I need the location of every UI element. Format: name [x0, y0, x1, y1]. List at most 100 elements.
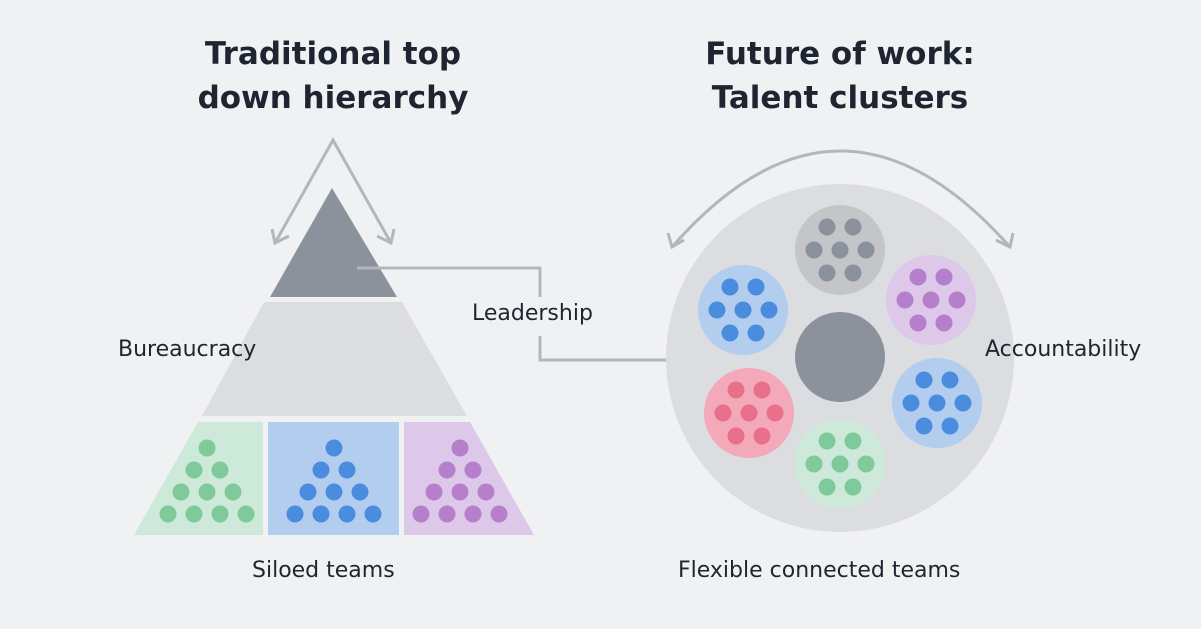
- silo-blue-member-dot: [312, 505, 330, 523]
- right-title-line-1: Future of work:: [705, 36, 975, 72]
- silo-blue-member-dot: [325, 483, 343, 501]
- talent-cluster-pink: [704, 368, 794, 458]
- left-title-line-1: Traditional top: [204, 36, 462, 72]
- cluster-member-dot: [948, 291, 966, 309]
- cluster-member-dot: [721, 278, 739, 296]
- right-title-line-2: Talent clusters: [711, 80, 969, 116]
- accountability-arrow-icon: [666, 149, 1015, 250]
- cluster-member-dot: [727, 381, 745, 399]
- silo-green-member-dot: [159, 505, 177, 523]
- cluster-member-dot: [922, 291, 940, 309]
- cluster-member-dot: [928, 394, 946, 412]
- leadership-label: Leadership: [472, 301, 593, 326]
- cluster-member-dot: [941, 417, 959, 435]
- flexible-teams-label: Flexible connected teams: [678, 558, 961, 583]
- talent-cluster-blue-right: [892, 358, 982, 448]
- cluster-member-dot: [844, 218, 862, 236]
- silo-purple-member-dot: [477, 483, 495, 501]
- talent-cluster-gray: [795, 205, 885, 295]
- talent-cluster-groups: [698, 205, 982, 509]
- cluster-member-dot: [805, 241, 823, 259]
- silo-blue-member-dot: [364, 505, 382, 523]
- silo-purple-member-dot: [438, 461, 456, 479]
- left-title: Traditional top down hierarchy: [170, 32, 496, 120]
- cluster-member-dot: [727, 427, 745, 445]
- silo-purple-member-dot: [451, 483, 469, 501]
- cluster-member-dot: [818, 264, 836, 282]
- accountability-label: Accountability: [985, 337, 1142, 362]
- hierarchy-arrows-icon: [270, 136, 396, 246]
- cluster-member-dot: [818, 478, 836, 496]
- silo-purple-member-dot: [451, 439, 469, 457]
- cluster-member-dot: [721, 324, 739, 342]
- cluster-member-dot: [954, 394, 972, 412]
- cluster-member-dot: [915, 417, 933, 435]
- cluster-member-dot: [714, 404, 732, 422]
- cluster-member-dot: [747, 278, 765, 296]
- silo-green-member-dot: [198, 439, 216, 457]
- silo-green-member-dot: [198, 483, 216, 501]
- cluster-member-dot: [818, 218, 836, 236]
- cluster-member-dot: [941, 371, 959, 389]
- silo-green-member-dot: [237, 505, 255, 523]
- cluster-member-dot: [844, 264, 862, 282]
- silo-purple-member-dot: [490, 505, 508, 523]
- hierarchy-pyramid: [134, 136, 534, 535]
- cluster-member-dot: [896, 291, 914, 309]
- silo-team-members: [159, 439, 508, 523]
- bureaucracy-label: Bureaucracy: [118, 337, 257, 362]
- talent-cluster-blue-left: [698, 265, 788, 355]
- silo-purple-member-dot: [464, 505, 482, 523]
- cluster-member-dot: [831, 455, 849, 473]
- cluster-member-dot: [818, 432, 836, 450]
- left-title-line-2: down hierarchy: [197, 80, 469, 116]
- cluster-member-dot: [857, 241, 875, 259]
- silo-green-member-dot: [224, 483, 242, 501]
- silo-purple-member-dot: [464, 461, 482, 479]
- cluster-member-dot: [909, 268, 927, 286]
- cluster-member-dot: [766, 404, 784, 422]
- cluster-member-dot: [805, 455, 823, 473]
- silo-green-member-dot: [211, 505, 229, 523]
- cluster-member-dot: [902, 394, 920, 412]
- siloed-teams-label: Siloed teams: [252, 558, 395, 583]
- silo-green-member-dot: [172, 483, 190, 501]
- cluster-member-dot: [915, 371, 933, 389]
- cluster-member-dot: [935, 314, 953, 332]
- cluster-member-dot: [753, 381, 771, 399]
- cluster-member-dot: [747, 324, 765, 342]
- silo-blue-member-dot: [338, 461, 356, 479]
- right-title: Future of work: Talent clusters: [680, 32, 1000, 120]
- talent-cluster-green: [795, 419, 885, 509]
- silo-purple-member-dot: [438, 505, 456, 523]
- silo-blue-member-dot: [338, 505, 356, 523]
- silo-blue-member-dot: [286, 505, 304, 523]
- silo-blue-member-dot: [312, 461, 330, 479]
- silo-purple-member-dot: [412, 505, 430, 523]
- cluster-member-dot: [935, 268, 953, 286]
- silo-green-member-dot: [211, 461, 229, 479]
- cluster-member-dot: [909, 314, 927, 332]
- cluster-member-dot: [734, 301, 752, 319]
- cluster-member-dot: [857, 455, 875, 473]
- silo-green-member-dot: [185, 461, 203, 479]
- leadership-tier: [270, 188, 397, 297]
- bureaucracy-tier: [202, 302, 467, 416]
- cluster-member-dot: [844, 478, 862, 496]
- cluster-member-dot: [740, 404, 758, 422]
- silo-purple-member-dot: [425, 483, 443, 501]
- silo-blue-member-dot: [351, 483, 369, 501]
- talent-clusters: [666, 149, 1015, 532]
- cluster-member-dot: [831, 241, 849, 259]
- silo-green-member-dot: [185, 505, 203, 523]
- cluster-member-dot: [844, 432, 862, 450]
- cluster-member-dot: [708, 301, 726, 319]
- cluster-member-dot: [760, 301, 778, 319]
- silo-blue-member-dot: [299, 483, 317, 501]
- leadership-connector: [357, 266, 542, 297]
- talent-cluster-purple: [886, 255, 976, 345]
- leadership-core: [795, 312, 885, 402]
- cluster-member-dot: [753, 427, 771, 445]
